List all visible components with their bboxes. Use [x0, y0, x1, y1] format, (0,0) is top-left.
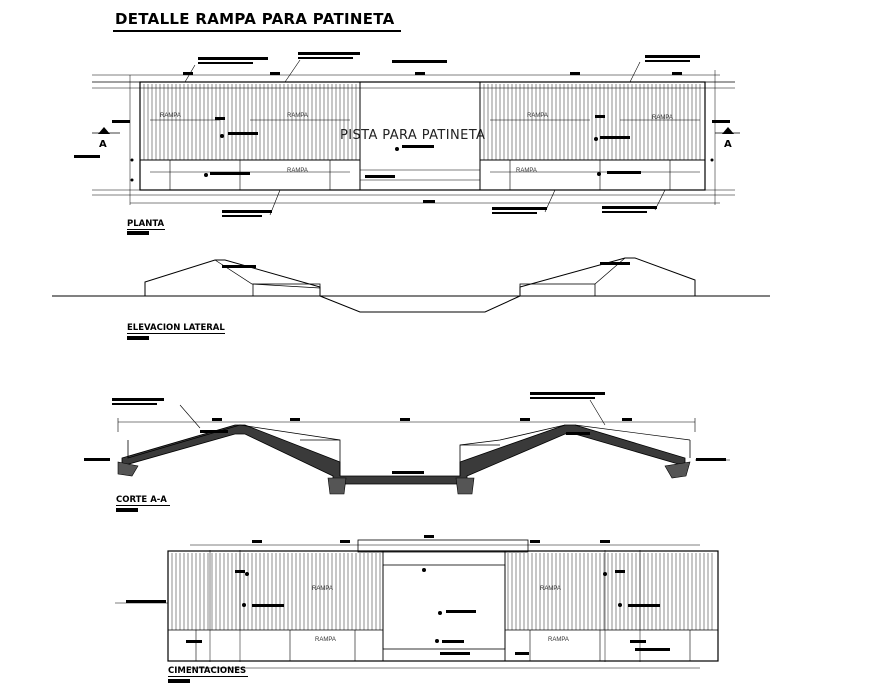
section-marker-right: A — [724, 139, 732, 150]
plan-label-underline — [127, 229, 165, 230]
plan-view — [92, 59, 740, 216]
foundation-ramp-label-2: RAMPA — [540, 586, 561, 592]
elevation-view — [52, 257, 770, 313]
plan-scale-tag — [127, 231, 149, 235]
section-view-label: CORTE A-A — [116, 495, 167, 505]
ramp-label-5: RAMPA — [287, 168, 308, 174]
foundation-view — [115, 539, 719, 669]
ramp-label-1: RAMPA — [160, 113, 181, 119]
foundation-ramp-label-4: RAMPA — [548, 637, 569, 643]
foundation-label-underline — [168, 676, 248, 677]
ramp-label-2: RAMPA — [287, 113, 308, 119]
foundation-ramp-label-1: RAMPA — [312, 586, 333, 592]
section-label-underline — [116, 505, 170, 506]
elevation-label-underline — [127, 333, 225, 334]
drawing-title: DETALLE RAMPA PARA PATINETA — [115, 10, 395, 28]
title-underline — [113, 30, 401, 32]
ramp-label-4: RAMPA — [652, 115, 673, 121]
section-marker-left: A — [99, 139, 107, 150]
foundation-ramp-label-3: RAMPA — [315, 637, 336, 643]
ramp-label-6: RAMPA — [516, 168, 537, 174]
plan-view-label: PLANTA — [127, 219, 165, 229]
elevation-view-label: ELEVACION LATERAL — [127, 323, 225, 333]
section-scale-tag — [116, 508, 138, 512]
foundation-view-label: CIMENTACIONES — [168, 666, 247, 676]
section-view — [85, 399, 730, 495]
plan-center-label: PISTA PARA PATINETA — [340, 128, 486, 143]
foundation-scale-tag — [168, 679, 190, 683]
elevation-scale-tag — [127, 336, 149, 340]
ramp-label-3: RAMPA — [527, 113, 548, 119]
